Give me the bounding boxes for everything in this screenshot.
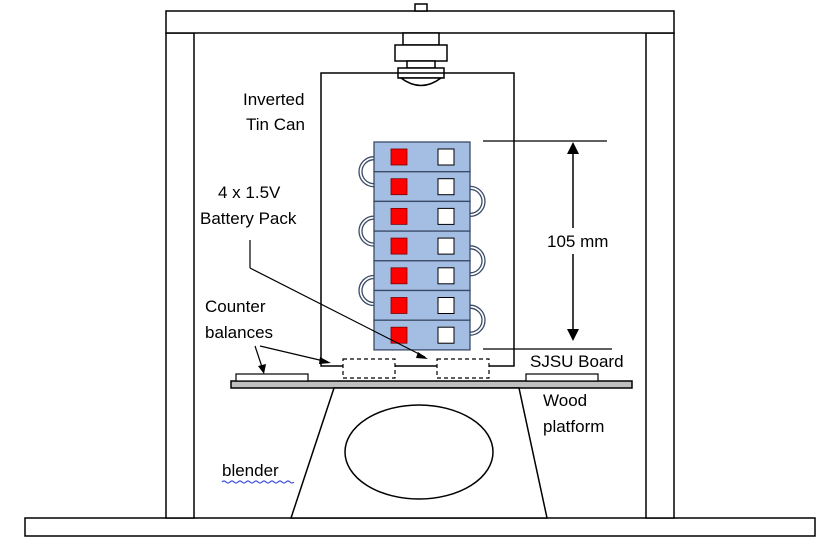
battery-white-terminal-3 [437, 207, 455, 225]
battery-loop-left-inner-1 [361, 159, 375, 185]
battery-loop-right-2 [469, 185, 486, 218]
label-blender: blender [222, 461, 279, 480]
battery-loop-right-inner-6 [469, 307, 483, 333]
battery-white-terminal-7 [437, 326, 455, 344]
label-counter-balances-line1: Counter [205, 297, 266, 316]
frame-right-post [645, 32, 675, 519]
dimension-arrowhead-down [567, 329, 579, 341]
label-counter-balances-line2: balances [205, 323, 273, 342]
battery-cell-3 [373, 200, 471, 232]
counter-balances-arrowhead-1 [258, 364, 266, 374]
wood-platform [230, 380, 633, 389]
sjsu-board-left [342, 358, 396, 379]
blender-ellipse [344, 404, 494, 500]
battery-loop-right-inner-4 [469, 248, 483, 274]
battery-loop-left-5 [358, 274, 375, 307]
battery-cell-7 [373, 319, 471, 351]
frame-top-beam [165, 10, 675, 34]
battery-white-terminal-2 [437, 178, 455, 196]
label-wood-platform-line2: platform [543, 417, 604, 436]
battery-white-terminal-5 [437, 267, 455, 285]
battery-cell-5 [373, 260, 471, 292]
battery-stack [358, 141, 486, 351]
label-sjsu-board: SJSU Board [530, 352, 624, 371]
frame-left-post [165, 32, 195, 519]
label-tin-can-line2: Tin Can [246, 115, 305, 134]
counter-balance-right [525, 373, 599, 382]
battery-white-terminal-4 [437, 237, 455, 255]
counter-balances-arrowhead-2 [319, 357, 331, 364]
battery-cell-1 [373, 141, 471, 173]
battery-pack-leader-diagonal [249, 267, 426, 358]
label-battery-pack-line1: 4 x 1.5V [218, 183, 281, 202]
counter-balance-left [235, 373, 309, 382]
battery-red-terminal-5 [390, 267, 408, 285]
battery-loop-left-inner-5 [361, 277, 375, 304]
blender-spellcheck-underline [221, 480, 295, 484]
battery-cell-6 [373, 289, 471, 321]
battery-loop-left-3 [358, 215, 375, 247]
battery-red-terminal-3 [390, 207, 408, 225]
battery-cell-2 [373, 171, 471, 203]
label-dimension: 105 mm [547, 232, 608, 251]
label-tin-can-line1: Inverted [243, 90, 304, 109]
counter-balances-leader-2 [259, 345, 329, 363]
battery-cell-4 [373, 230, 471, 262]
tin-can [320, 72, 515, 367]
label-wood-platform-line1: Wood [543, 391, 587, 410]
sjsu-board-right [436, 358, 490, 379]
battery-pack-leader-arrowhead [416, 352, 428, 359]
base-floor [24, 517, 816, 537]
battery-red-terminal-2 [390, 178, 408, 196]
battery-loop-left-1 [358, 156, 375, 188]
dimension-arrowhead-up [567, 142, 579, 154]
battery-white-terminal-1 [437, 148, 455, 166]
battery-red-terminal-6 [390, 297, 408, 314]
battery-loop-right-6 [469, 304, 486, 336]
battery-loop-right-inner-2 [469, 188, 483, 215]
battery-red-terminal-4 [390, 237, 408, 255]
battery-red-terminal-1 [390, 148, 408, 166]
label-battery-pack-line2: Battery Pack [200, 209, 297, 228]
battery-white-terminal-6 [437, 297, 455, 314]
battery-loop-right-4 [469, 245, 486, 277]
battery-loop-left-inner-3 [361, 218, 375, 244]
